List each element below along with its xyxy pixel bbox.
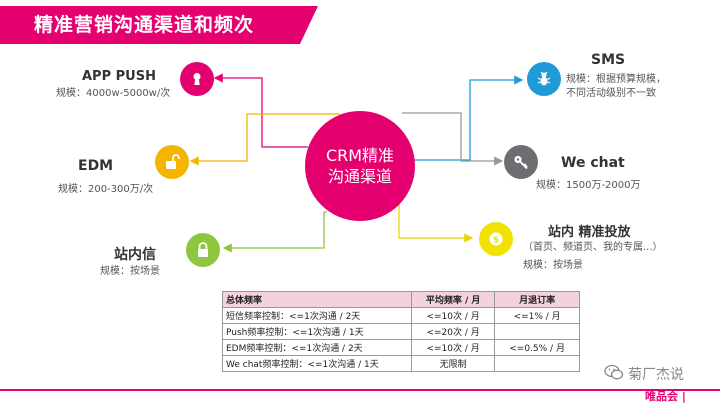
- table-cell: <=1% / 月: [494, 307, 580, 324]
- wechat-logo-icon: [604, 364, 624, 380]
- connector-app-push: [213, 73, 308, 148]
- connector-inbox: [222, 211, 327, 253]
- inbox-desc: 规模：按场景: [100, 266, 160, 277]
- site-ads-name: 站内 精准投放: [548, 225, 631, 240]
- table-header-row: 总体频率 平均频率 / 月 月退订率: [222, 291, 580, 308]
- connector-wechat: [402, 112, 504, 166]
- wechat-desc: 规模：1500万-2000万: [536, 180, 641, 191]
- keyhole-icon: [193, 73, 201, 85]
- title-bar: 精准营销沟通渠道和频次: [0, 6, 318, 44]
- key-icon: [514, 155, 528, 170]
- crm-hub-line1: CRM精准: [325, 146, 395, 165]
- unlocked-padlock-icon: [166, 154, 180, 169]
- table-cell: 短信频率控制：<=1次沟通 / 2天: [222, 307, 412, 324]
- sms-desc-line2: 不同活动级别不一致: [566, 88, 656, 99]
- table-row: We chat频率控制：<=1次沟通 / 1天 无限制: [222, 355, 580, 372]
- sms-icon-circle: [527, 62, 561, 96]
- connector-edm: [189, 113, 340, 166]
- svg-text:$: $: [493, 236, 499, 246]
- frequency-table: 总体频率 平均频率 / 月 月退订率 短信频率控制：<=1次沟通 / 2天 <=…: [222, 291, 580, 372]
- table-cell: <=10次 / 月: [410, 307, 496, 324]
- table-cell: [494, 323, 580, 340]
- page-title: 精准营销沟通渠道和频次: [34, 14, 255, 36]
- coin-icon: $: [489, 232, 503, 246]
- edm-desc: 规模：200-300万/次: [58, 184, 154, 195]
- wechat-icon-circle: [504, 145, 538, 179]
- edm-icon-circle: [155, 145, 189, 179]
- edm-name: EDM: [78, 158, 114, 174]
- site-ads-icon-circle: $: [479, 222, 513, 256]
- connector-site-ads: [394, 192, 474, 243]
- table-header: 月退订率: [494, 291, 580, 308]
- table-row: Push频率控制：<=1次沟通 / 1天 <=20次 / 月: [222, 323, 580, 340]
- inbox-name: 站内信: [114, 247, 156, 263]
- table-cell: Push频率控制：<=1次沟通 / 1天: [222, 323, 412, 340]
- bug-icon: [537, 71, 551, 86]
- wechat-name: We chat: [561, 155, 625, 171]
- table-cell: <=20次 / 月: [410, 323, 496, 340]
- table-cell: 无限制: [410, 355, 496, 372]
- crm-hub-line2: 沟通渠道: [327, 167, 392, 186]
- site-ads-desc-line1: （首页、频道页、我的专属...）: [523, 242, 663, 253]
- table-cell: We chat频率控制：<=1次沟通 / 1天: [222, 355, 412, 372]
- connector-sms: [414, 75, 524, 161]
- table-cell: <=10次 / 月: [410, 339, 496, 356]
- bottom-divider: [0, 389, 720, 391]
- app-push-name: APP PUSH: [82, 69, 156, 84]
- site-ads-desc-line2: 规模：按场景: [523, 260, 583, 271]
- watermark-text: 菊厂杰说: [628, 367, 684, 383]
- inbox-icon-circle: [186, 233, 220, 267]
- sms-desc-line1: 规模：根据预算规模，: [566, 74, 666, 85]
- app-push-desc: 规模：4000w-5000w/次: [56, 88, 171, 99]
- table-row: EDM频率控制：<=1次沟通 / 2天 <=10次 / 月 <=0.5% / 月: [222, 339, 580, 356]
- padlock-icon: [198, 242, 208, 257]
- table-cell: <=0.5% / 月: [494, 339, 580, 356]
- sms-name: SMS: [591, 52, 626, 68]
- brand-footer: 唯品会 |: [645, 390, 686, 403]
- app-push-icon-circle: [180, 62, 214, 96]
- table-cell: [494, 355, 580, 372]
- table-header: 总体频率: [222, 291, 412, 308]
- table-cell: EDM频率控制：<=1次沟通 / 2天: [222, 339, 412, 356]
- crm-hub: CRM精准 沟通渠道: [305, 111, 415, 221]
- table-header: 平均频率 / 月: [410, 291, 496, 308]
- table-row: 短信频率控制：<=1次沟通 / 2天 <=10次 / 月 <=1% / 月: [222, 307, 580, 324]
